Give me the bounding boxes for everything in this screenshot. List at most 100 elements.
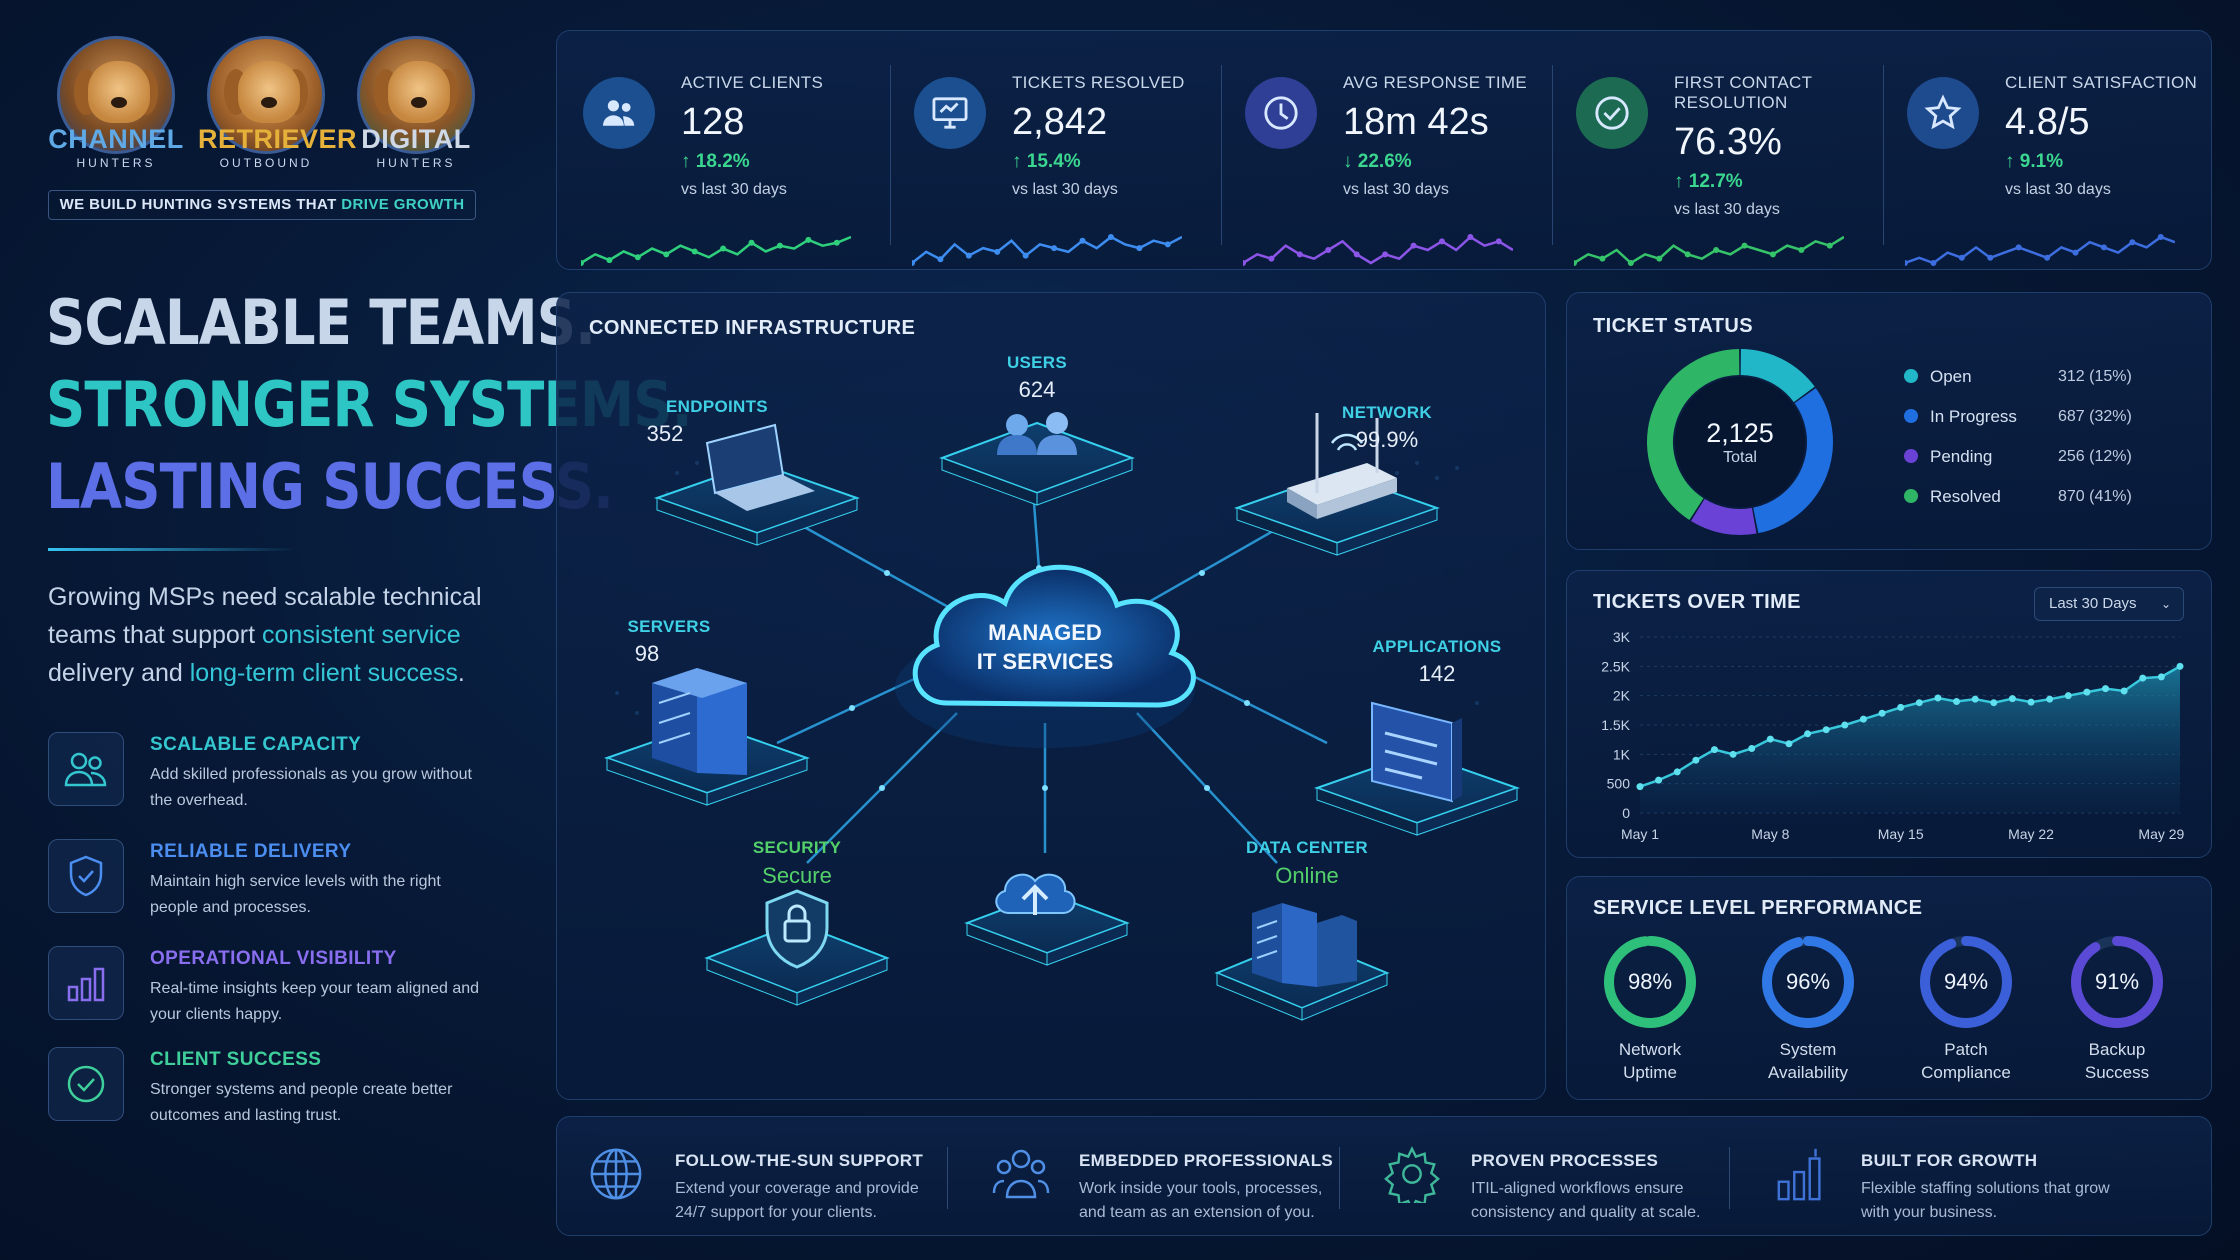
sparkline-point — [1438, 238, 1445, 245]
feature-reliable-delivery: RELIABLE DELIVERY Maintain high service … — [48, 835, 548, 919]
ticket-status-donut — [1647, 349, 1833, 535]
legend-value: 312 (15%) — [2058, 368, 2132, 385]
kpi-divider — [890, 65, 891, 245]
legend-value: 870 (41%) — [2058, 488, 2132, 505]
sparkline-point — [776, 242, 783, 249]
y-tick-label: 1K — [1613, 746, 1631, 762]
shield-check-icon — [48, 839, 124, 913]
kpi-comparison: vs last 30 days — [1343, 181, 1449, 198]
bottom-title: PROVEN PROCESSES — [1471, 1151, 1659, 1170]
gauge-backup-success: 91% — [2071, 936, 2163, 1028]
applications-label: APPLICATIONS — [1372, 637, 1502, 656]
data-point — [1990, 699, 1998, 707]
kpi-comparison: vs last 30 days — [681, 181, 787, 198]
date-range-dropdown[interactable]: Last 30 Days ⌄ — [2034, 587, 2184, 621]
legend-label: Resolved — [1930, 487, 2001, 506]
donut-slice-resolved — [1647, 349, 1740, 521]
sparkline-point — [1684, 251, 1691, 258]
hero-intro: Growing MSPs need scalable technical tea… — [48, 583, 482, 687]
gauge-network-uptime: 98% — [1604, 936, 1696, 1028]
sparkline-point — [1905, 260, 1908, 266]
area-fill — [1640, 666, 2180, 813]
kpi-label: FIRST CONTACT RESOLUTION — [1674, 73, 1813, 112]
feature-operational-visibility: OPERATIONAL VISIBILITY Real-time insight… — [48, 942, 548, 1026]
data-point — [1692, 756, 1700, 764]
kpi-value: 76.3% — [1674, 121, 1782, 163]
data-point — [1953, 698, 1961, 706]
sparkline-point — [634, 254, 641, 261]
endpoints-value: 352 — [646, 421, 684, 446]
globe-icon — [587, 1145, 651, 1209]
data-point — [1915, 699, 1923, 707]
kpi-label: CLIENT SATISFACTION — [2005, 73, 2198, 92]
data-point — [1748, 744, 1756, 752]
sparkline-point — [1079, 237, 1086, 244]
legend-value: 256 (12%) — [2058, 448, 2132, 465]
data-point — [1934, 694, 1942, 702]
gauge-patch-compliance: 94% — [1920, 936, 2012, 1028]
applications-value: 142 — [1418, 661, 1456, 686]
data-point — [2083, 688, 2091, 696]
sparkline-point — [937, 256, 944, 263]
team-icon — [991, 1145, 1055, 1209]
sparkline-point — [1243, 260, 1246, 266]
sparkline-point — [1599, 255, 1606, 262]
infrastructure-map — [603, 412, 1521, 1021]
data-point — [2157, 673, 2165, 681]
donut-total-label: Total — [1723, 449, 1757, 466]
sparkline-point — [1051, 245, 1058, 252]
data-point — [2027, 698, 2035, 706]
tickets-over-time-title: TICKETS OVER TIME — [1593, 591, 1801, 613]
people-icon — [48, 732, 124, 806]
sparkline-point — [1826, 242, 1833, 249]
sla-title: SERVICE LEVEL PERFORMANCE — [1593, 897, 1923, 919]
data-point — [2176, 662, 2184, 670]
datacenter-label: DATA CENTER — [1246, 838, 1368, 857]
sparkline-point — [2129, 239, 2136, 246]
chevron-down-icon: ⌄ — [2160, 597, 2171, 611]
legend-pending: Pending — [1904, 447, 1992, 467]
ticket-status-title: TICKET STATUS — [1593, 315, 1754, 337]
sparkline-point — [1656, 255, 1663, 262]
y-tick-label: 0 — [1622, 805, 1630, 821]
data-point — [1971, 695, 1979, 703]
y-tick-label: 2K — [1613, 688, 1631, 704]
kpi-divider — [1552, 65, 1553, 245]
kpi-comparison: vs last 30 days — [1012, 181, 1118, 198]
sparkline-point — [2072, 249, 2079, 256]
data-point — [1841, 721, 1849, 729]
security-value: Secure — [762, 863, 832, 888]
data-point — [1766, 735, 1774, 743]
security-label: SECURITY — [752, 838, 842, 857]
sparkline-point — [2100, 244, 2107, 251]
sparkline-point — [691, 248, 698, 255]
sparkline-point — [606, 257, 613, 264]
users-label: USERS — [1006, 353, 1068, 372]
gauge-value: 91% — [2095, 969, 2139, 994]
kpi-change: ↑ 9.1% — [2005, 151, 2064, 172]
gauge-system-availability: 96% — [1762, 936, 1854, 1028]
bottom-desc: Work inside your tools, processes, and t… — [1079, 1180, 1323, 1221]
check-circle-icon — [1576, 77, 1648, 149]
platform-cloud-upload — [964, 873, 1130, 966]
x-tick-label: May 29 — [2138, 826, 2184, 842]
network-label: NETWORK — [1342, 403, 1432, 422]
bottom-divider — [1729, 1147, 1730, 1209]
legend-dot — [1904, 449, 1918, 463]
data-point — [1859, 715, 1867, 723]
sparkline-point — [1107, 234, 1114, 240]
data-point — [1673, 768, 1681, 776]
donut-slice-open — [1740, 349, 1815, 403]
legend-label: Open — [1930, 367, 1972, 386]
bottom-title: EMBEDDED PROFESSIONALS — [1079, 1151, 1334, 1170]
legend-label: In Progress — [1930, 407, 2017, 426]
kpi-value: 4.8/5 — [2005, 101, 2090, 143]
platform-users — [939, 412, 1135, 506]
bottom-desc: Flexible staffing solutions that grow wi… — [1861, 1180, 2110, 1221]
